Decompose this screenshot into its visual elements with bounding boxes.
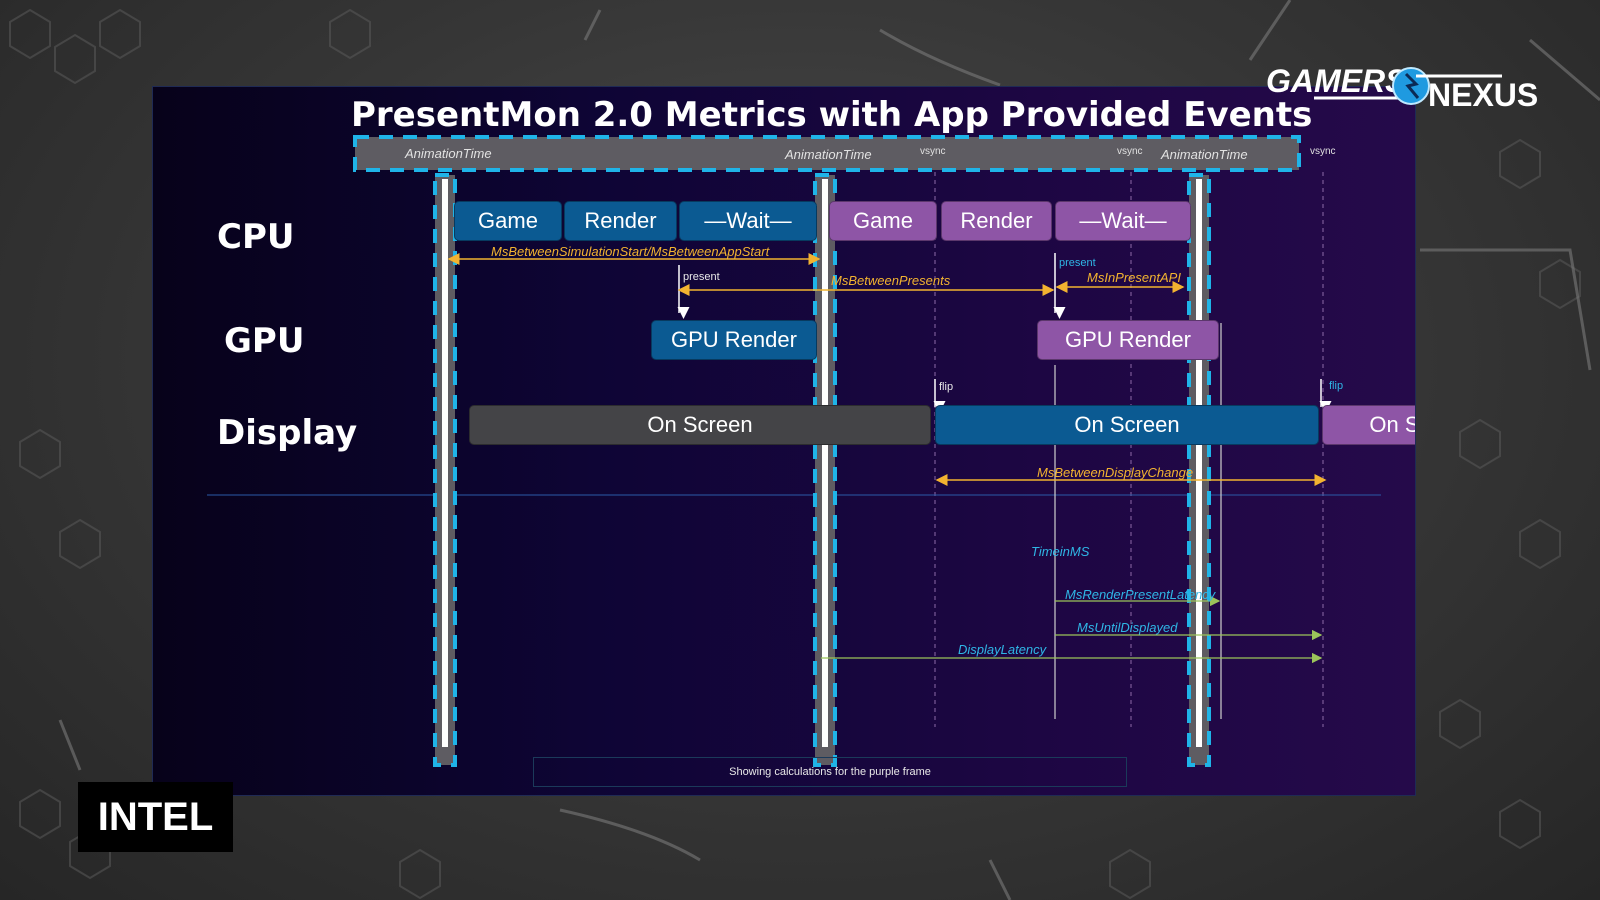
animation-time-label: AnimationTime bbox=[785, 147, 872, 162]
on-screen-block-gray: On Screen bbox=[469, 405, 931, 445]
animation-time-column-1 bbox=[433, 173, 457, 767]
cpu-block-game-purple: Game bbox=[829, 201, 937, 241]
metric-between-display-change-label: MsBetweenDisplayChange bbox=[1037, 465, 1194, 480]
animation-time-label: AnimationTime bbox=[405, 146, 492, 161]
cpu-block-game-blue: Game bbox=[454, 201, 562, 241]
metric-until-displayed-label: MsUntilDisplayed bbox=[1077, 620, 1178, 635]
gpu-render-block-purple: GPU Render bbox=[1037, 320, 1219, 360]
row-label-gpu: GPU bbox=[224, 321, 305, 361]
on-screen-block-blue: On Screen bbox=[935, 405, 1319, 445]
vsync-label: vsync bbox=[920, 146, 946, 157]
on-screen-block-purple: On Screen bbox=[1322, 405, 1415, 445]
cpu-block-wait-blue: —Wait— bbox=[679, 201, 817, 241]
slide-title: PresentMon 2.0 Metrics with App Provided… bbox=[351, 95, 1313, 135]
intel-source-label: INTEL bbox=[78, 782, 233, 852]
present-event-label: present bbox=[1059, 257, 1096, 269]
cpu-block-wait-purple: —Wait— bbox=[1055, 201, 1191, 241]
cpu-block-render-purple: Render bbox=[941, 201, 1052, 241]
cpu-block-render-blue: Render bbox=[564, 201, 677, 241]
metric-between-presents-label: MsBetweenPresents bbox=[831, 273, 951, 288]
metric-sim-start-label: MsBetweenSimulationStart/MsBetweenAppSta… bbox=[491, 244, 770, 259]
timing-diagram-lines bbox=[207, 135, 1381, 767]
gpu-render-block-blue: GPU Render bbox=[651, 320, 817, 360]
svg-text:GAMERS: GAMERS bbox=[1266, 63, 1407, 99]
svg-text:NEXUS: NEXUS bbox=[1428, 77, 1538, 112]
metric-render-present-latency-label: MsRenderPresentLatency bbox=[1065, 587, 1216, 602]
slide-caption: Showing calculations for the purple fram… bbox=[533, 757, 1127, 787]
metric-display-latency-label: DisplayLatency bbox=[958, 642, 1047, 657]
metric-in-present-api-label: MsInPresentAPI bbox=[1087, 270, 1181, 285]
flip-event-label: flip bbox=[1329, 380, 1344, 392]
animation-time-label: AnimationTime bbox=[1161, 147, 1248, 162]
presentation-slide: PresentMon 2.0 Metrics with App Provided… bbox=[152, 86, 1416, 796]
gamers-nexus-logo: GAMERS NEXUS bbox=[1266, 63, 1538, 112]
row-label-cpu: CPU bbox=[217, 217, 295, 257]
animation-time-column-2 bbox=[813, 173, 837, 767]
timeline-header-bar bbox=[355, 137, 1299, 170]
flip-event-label: flip bbox=[939, 381, 954, 393]
present-event-label: present bbox=[683, 271, 720, 283]
vsync-label: vsync bbox=[1117, 146, 1143, 157]
vsync-label: vsync bbox=[1310, 146, 1336, 157]
row-label-display: Display bbox=[217, 413, 358, 453]
metric-time-in-ms-label: TimeinMS bbox=[1031, 544, 1090, 559]
